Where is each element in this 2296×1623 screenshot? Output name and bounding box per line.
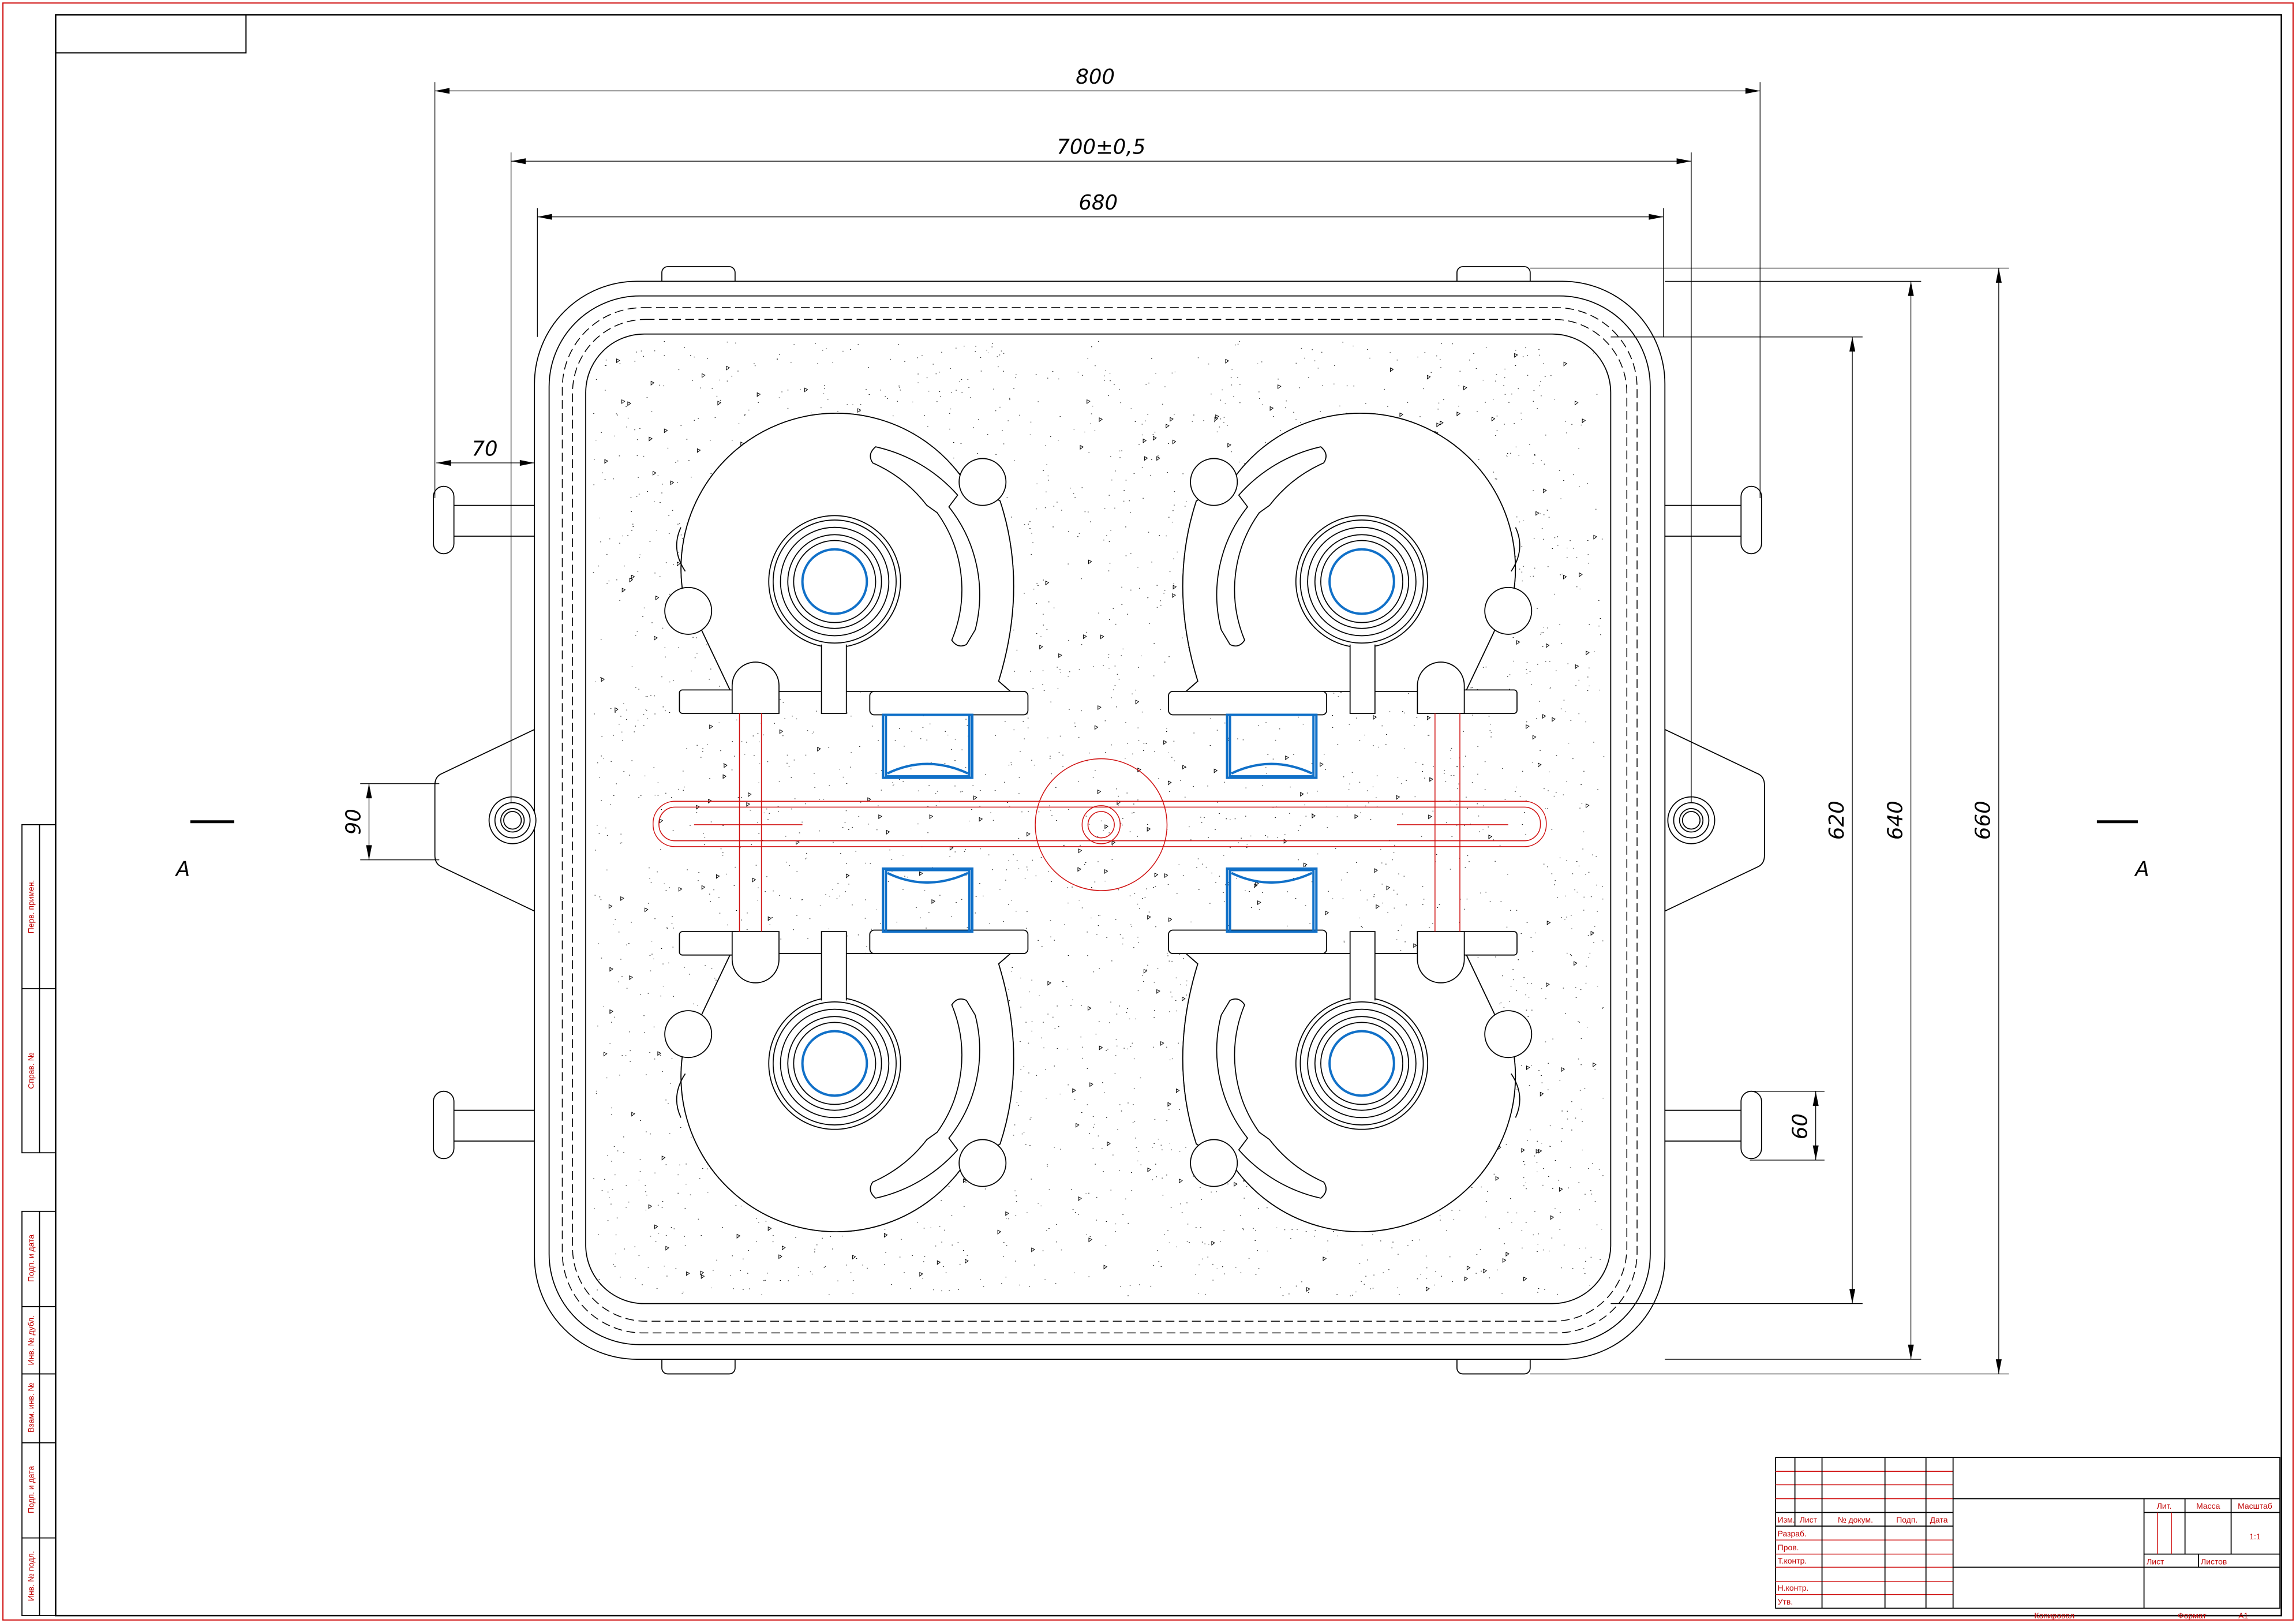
dim-680: 680 bbox=[1078, 191, 1118, 215]
svg-text:Подп. и дата: Подп. и дата bbox=[26, 1466, 35, 1513]
tb-role-approved: Утв. bbox=[1778, 1597, 1793, 1606]
tb-header-sign: Подп. bbox=[1896, 1515, 1917, 1524]
tb-header-izm: Изм. bbox=[1778, 1515, 1795, 1524]
tb-role-developer: Разраб. bbox=[1778, 1529, 1807, 1538]
pin-bushing-left bbox=[488, 796, 537, 844]
svg-text:Перв. примен.: Перв. примен. bbox=[26, 880, 35, 934]
cores bbox=[882, 713, 1318, 933]
dim-60: 60 bbox=[1788, 1113, 1812, 1139]
svg-text:Формат: Формат bbox=[2178, 1611, 2207, 1620]
svg-text:Взам. инв. №: Взам. инв. № bbox=[26, 1383, 35, 1433]
handle-left-top bbox=[433, 485, 535, 555]
svg-text:A1: A1 bbox=[2238, 1611, 2248, 1620]
dim-620: 620 bbox=[1825, 801, 1849, 840]
flask bbox=[433, 266, 1765, 1375]
inner-frame bbox=[55, 14, 2282, 1617]
svg-text:Подп. и дата: Подп. и дата bbox=[26, 1235, 35, 1282]
svg-text:Справ. №: Справ. № bbox=[26, 1053, 35, 1089]
dim-640: 640 bbox=[1883, 801, 1907, 840]
tb-header-list: Лист bbox=[1800, 1515, 1818, 1524]
handle-left-bottom bbox=[433, 1090, 535, 1160]
tb-role-checker: Пров. bbox=[1778, 1543, 1799, 1552]
svg-text:A: A bbox=[175, 858, 190, 881]
pin-bushing-right bbox=[1667, 796, 1716, 844]
dim-70: 70 bbox=[471, 437, 497, 461]
dim-90: 90 bbox=[342, 809, 365, 835]
tb-role-tcontrol: Т.контр. bbox=[1778, 1556, 1807, 1565]
section-marker-right: A bbox=[2096, 820, 2149, 881]
svg-text:Лит.: Лит. bbox=[2157, 1501, 2172, 1510]
handle-right-top bbox=[1665, 485, 1762, 555]
svg-text:Инв. № дубл.: Инв. № дубл. bbox=[26, 1315, 35, 1365]
tb-role-ncontrol: Н.контр. bbox=[1778, 1583, 1809, 1592]
svg-text:Лист: Лист bbox=[2147, 1557, 2164, 1566]
svg-text:Листов: Листов bbox=[2201, 1557, 2227, 1566]
svg-text:Инв. № подл.: Инв. № подл. bbox=[26, 1551, 35, 1601]
gating-system bbox=[653, 713, 1547, 932]
title-block: Изм. Лист № докум. Подп. Дата Разраб. Пр… bbox=[1775, 1457, 2280, 1620]
dimensions: 800 700±0,5 680 70 90 620 640 660 60 bbox=[342, 65, 2009, 1375]
top-left-stamp bbox=[55, 14, 247, 54]
dim-800: 800 bbox=[1076, 65, 1115, 89]
svg-text:Копировал: Копировал bbox=[2034, 1611, 2074, 1620]
tb-header-doc: № докум. bbox=[1838, 1515, 1873, 1524]
dim-700: 700±0,5 bbox=[1057, 136, 1145, 159]
svg-text:Масштаб: Масштаб bbox=[2238, 1501, 2272, 1510]
section-marker-left: A bbox=[175, 820, 235, 881]
handle-right-bottom bbox=[1665, 1090, 1762, 1160]
tb-header-date: Дата bbox=[1930, 1515, 1948, 1524]
svg-text:A: A bbox=[2134, 858, 2149, 881]
side-stamp: Перв. примен. Справ. № Подп. и дата Инв.… bbox=[21, 824, 57, 1617]
tb-scale-value: 1:1 bbox=[2249, 1532, 2261, 1541]
dim-660: 660 bbox=[1972, 801, 1995, 840]
svg-text:Масса: Масса bbox=[2196, 1501, 2220, 1510]
